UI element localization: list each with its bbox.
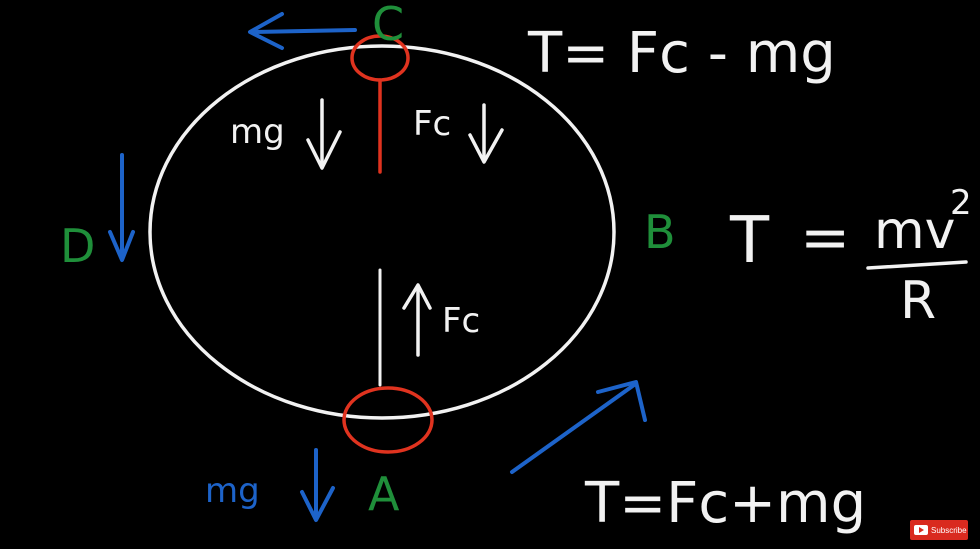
subscribe-button[interactable]: Subscribe — [910, 520, 968, 540]
play-icon — [914, 525, 928, 535]
equation-middle-numerator: mv — [874, 201, 955, 261]
equation-middle-exponent: 2 — [950, 183, 972, 223]
subscribe-label: Subscribe — [931, 525, 967, 535]
mass-bottom — [342, 386, 434, 454]
centripetal-arrow-bottom — [402, 283, 432, 357]
mass-top — [350, 34, 410, 82]
velocity-arrow-bottom — [510, 380, 647, 474]
force-label-bottom-mg: mg — [205, 471, 260, 511]
velocity-arrow-top — [248, 12, 357, 50]
force-label-bottom-fc: Fc — [442, 301, 480, 341]
fraction-bar — [866, 260, 968, 270]
point-label-b: B — [644, 205, 676, 259]
circular-path — [148, 44, 616, 420]
equation-bottom: T=Fc+mg — [584, 471, 866, 536]
weight-arrow-top — [306, 98, 342, 170]
force-label-top-fc: Fc — [413, 104, 451, 144]
weight-arrow-bottom — [300, 448, 335, 522]
equation-middle: T = mv 2 R — [729, 183, 972, 331]
point-label-c: C — [372, 0, 404, 51]
equation-middle-equals: = — [800, 203, 850, 273]
force-label-top-mg: mg — [230, 112, 285, 152]
point-label-a: A — [368, 467, 400, 521]
centripetal-arrow-top — [468, 103, 504, 164]
point-label-d: D — [60, 219, 95, 273]
equation-middle-lhs: T — [729, 204, 770, 278]
velocity-arrow-left — [108, 153, 135, 262]
equation-middle-denominator: R — [900, 271, 936, 331]
equation-top: T= Fc - mg — [527, 21, 836, 86]
